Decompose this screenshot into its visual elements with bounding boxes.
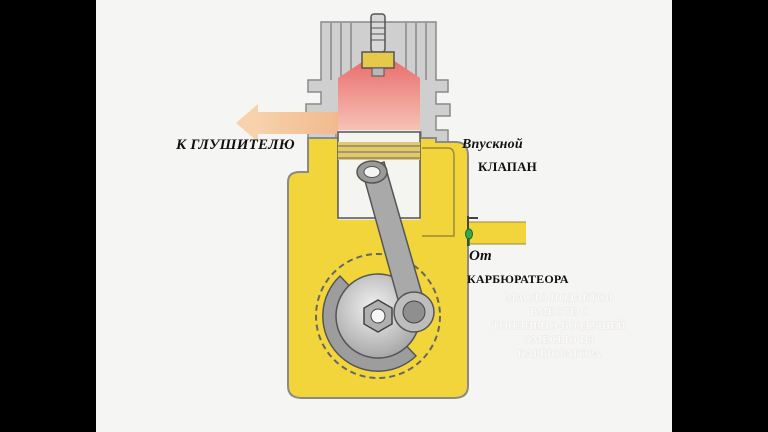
oil-note-line: ТОПЛИВНО-ВОЗДУШЕЙ [492,320,626,332]
crank-path [315,253,441,379]
crankshaft-nut-icon [363,299,393,333]
exhaust-arrow-icon [236,104,338,142]
intake-pipe [468,222,526,244]
oil-note-line: ВМЕСТЕ С [529,306,589,318]
to-muffler-label: К ГЛУШИТЕЛЮ [176,137,295,153]
engine-diagram [236,13,526,399]
oil-note-line: СМЕСЬЮ ИЗ [523,334,595,346]
intake-valve-label: Впускной [462,137,523,152]
spark-plug-icon [361,13,395,77]
transfer-port [422,147,455,237]
diagram-stage: К ГЛУШИТЕЛЮ Впускной КЛАПАН От КАРБЮРАТЕ… [96,0,672,432]
combustion-chamber [338,58,420,130]
from-carburetor-label: От [469,248,492,264]
oil-note: МАСЛО ПОДАЕТСЯ ВМЕСТЕ С ТОПЛИВНО-ВОЗДУШЕ… [484,291,634,361]
crank-pin [393,291,435,333]
intake-valve-label-2: КЛАПАН [478,159,537,174]
from-carburetor-label-2: КАРБЮРАТЕОРА [467,272,569,286]
intake-valve-icon [465,216,478,246]
oil-note-line: МАСЛО ПОДАЕТСЯ [505,292,613,304]
oil-note-line: КАРБЮРАТОРА [517,348,601,360]
